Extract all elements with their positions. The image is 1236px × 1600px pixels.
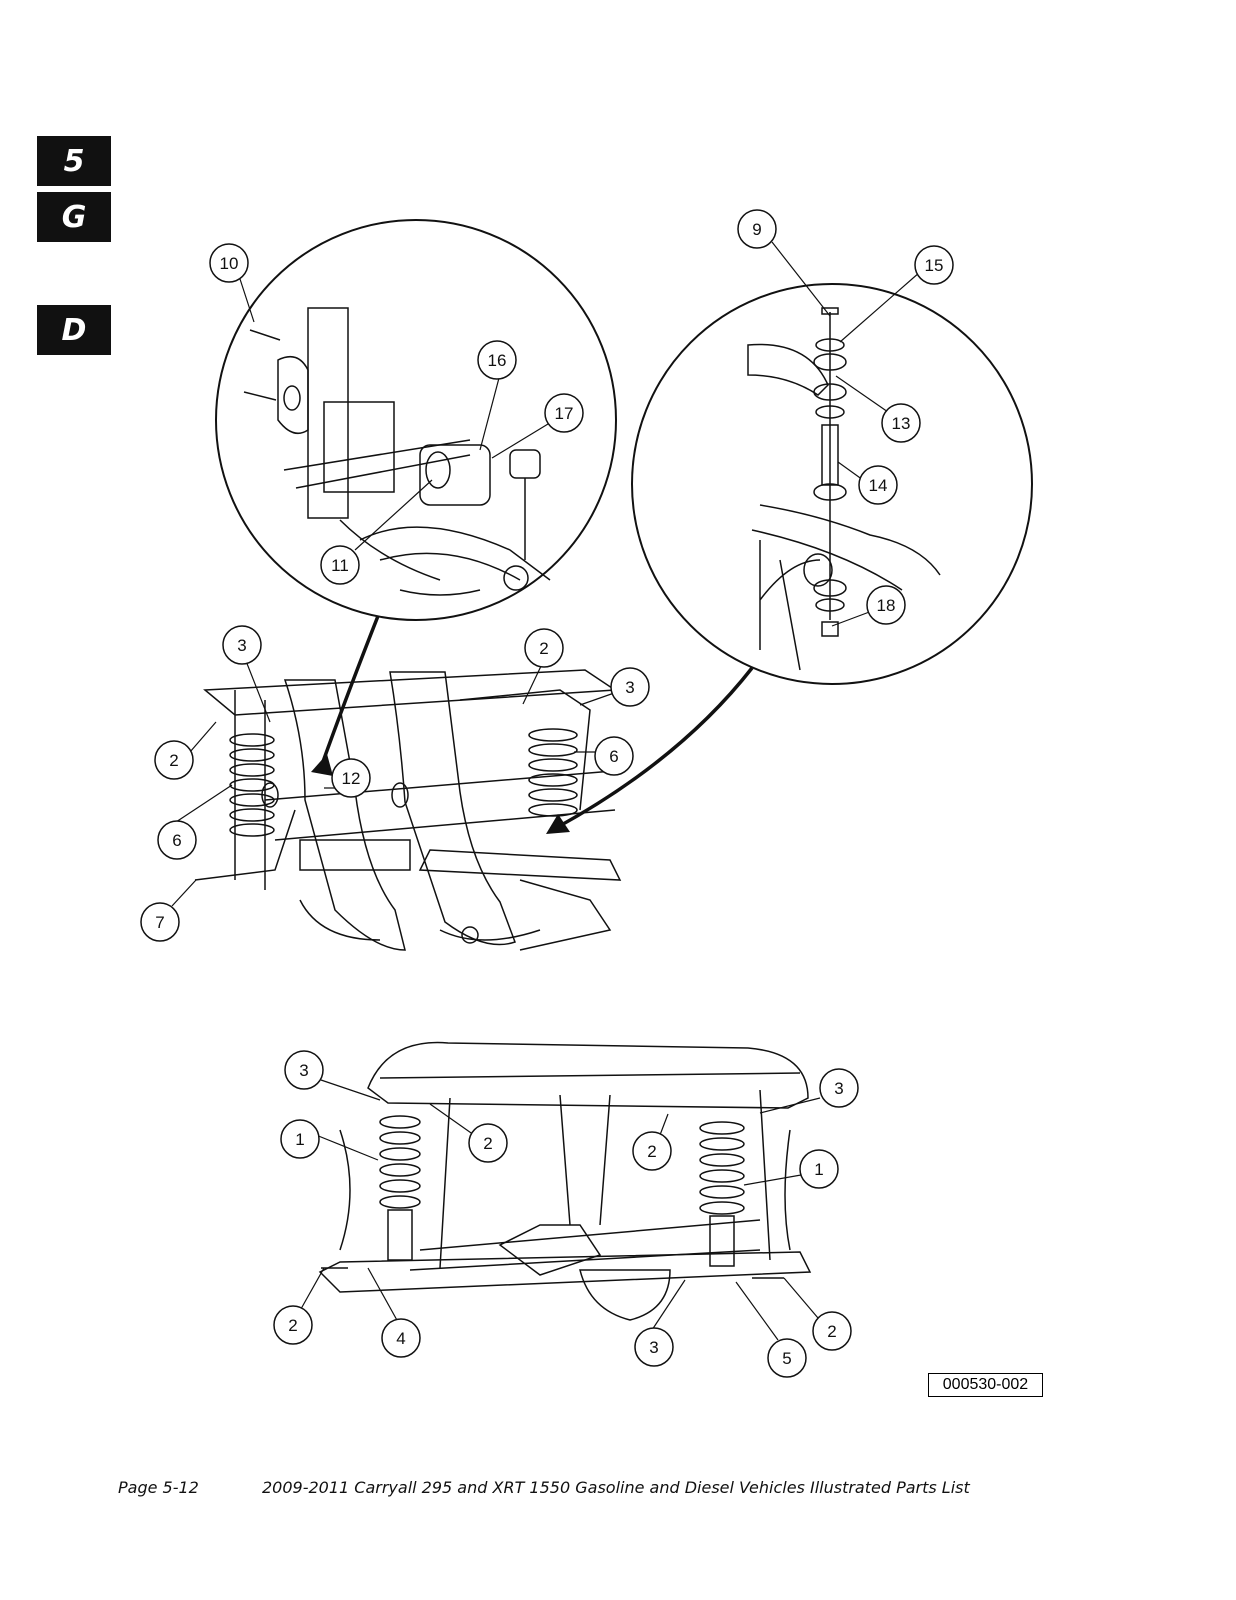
svg-text:18: 18 [877, 596, 896, 615]
svg-text:3: 3 [625, 678, 634, 697]
callout-2: 2 [273, 1305, 313, 1345]
svg-text:2: 2 [647, 1142, 656, 1161]
detail-circle-right [631, 283, 1033, 685]
callout-6: 6 [594, 736, 634, 776]
callout-1: 1 [799, 1149, 839, 1189]
svg-text:3: 3 [834, 1079, 843, 1098]
leader-lines [171, 241, 921, 1341]
svg-text:2: 2 [288, 1316, 297, 1335]
svg-text:14: 14 [869, 476, 888, 495]
callout-2: 2 [812, 1311, 852, 1351]
page-number: Page 5-12 [118, 1478, 199, 1497]
upper-assembly-drawing [194, 669, 626, 951]
svg-text:3: 3 [299, 1061, 308, 1080]
callout-2: 2 [154, 740, 194, 780]
svg-text:11: 11 [331, 556, 349, 575]
svg-text:1: 1 [814, 1160, 823, 1179]
svg-text:13: 13 [892, 414, 911, 433]
callout-6: 6 [157, 820, 197, 860]
svg-text:2: 2 [169, 751, 178, 770]
coil-spring-left [229, 733, 275, 837]
lower-assembly-drawing [318, 1041, 812, 1321]
svg-text:2: 2 [827, 1322, 836, 1341]
callout-5: 5 [767, 1338, 807, 1378]
section-tab-5[interactable]: 5 [37, 136, 111, 186]
callout-2: 2 [524, 628, 564, 668]
callout-14: 14 [858, 465, 898, 505]
svg-text:7: 7 [155, 913, 164, 932]
figure-reference-number: 000530-002 [928, 1373, 1043, 1397]
svg-text:2: 2 [539, 639, 548, 658]
callout-1: 1 [280, 1119, 320, 1159]
svg-text:6: 6 [609, 747, 618, 766]
callout-3: 3 [222, 625, 262, 665]
svg-text:17: 17 [555, 404, 574, 423]
pointer-arrow-left [318, 615, 380, 771]
left-detail-drawing [243, 307, 551, 596]
callout-3: 3 [819, 1068, 859, 1108]
svg-text:6: 6 [172, 831, 181, 850]
svg-text:9: 9 [752, 220, 761, 239]
svg-text:5: 5 [782, 1349, 791, 1368]
svg-text:3: 3 [649, 1338, 658, 1357]
callout-12: 12 [331, 758, 371, 798]
callout-7: 7 [140, 902, 180, 942]
callout-2: 2 [632, 1131, 672, 1171]
callout-17: 17 [544, 393, 584, 433]
section-tab-g[interactable]: G [37, 192, 111, 242]
callout-3: 3 [634, 1327, 674, 1367]
svg-text:2: 2 [483, 1134, 492, 1153]
section-tab-d[interactable]: D [37, 305, 111, 355]
coil-spring-lower-left [379, 1115, 421, 1261]
callout-11: 11 [320, 545, 360, 585]
callout-18: 18 [866, 585, 906, 625]
svg-text:16: 16 [488, 351, 507, 370]
svg-text:15: 15 [925, 256, 944, 275]
coil-spring-lower-right [699, 1121, 745, 1267]
callout-4: 4 [381, 1318, 421, 1358]
svg-text:4: 4 [396, 1329, 405, 1348]
svg-text:3: 3 [237, 636, 246, 655]
callout-9: 9 [737, 209, 777, 249]
detail-circle-left [215, 219, 617, 621]
callout-3: 3 [284, 1050, 324, 1090]
callout-2: 2 [468, 1123, 508, 1163]
pointer-arrow-right [555, 666, 754, 830]
callout-16: 16 [477, 340, 517, 380]
coil-spring-right [528, 728, 578, 817]
svg-text:10: 10 [220, 254, 239, 273]
document-title: 2009-2011 Carryall 295 and XRT 1550 Gaso… [262, 1478, 970, 1497]
arrowhead-right [546, 814, 570, 834]
right-detail-drawing [747, 307, 941, 671]
svg-text:12: 12 [342, 769, 361, 788]
callout-3: 3 [610, 667, 650, 707]
arrowhead-left [311, 754, 333, 776]
svg-text:1: 1 [295, 1130, 304, 1149]
callout-10: 10 [209, 243, 249, 283]
callout-15: 15 [914, 245, 954, 285]
callout-13: 13 [881, 403, 921, 443]
